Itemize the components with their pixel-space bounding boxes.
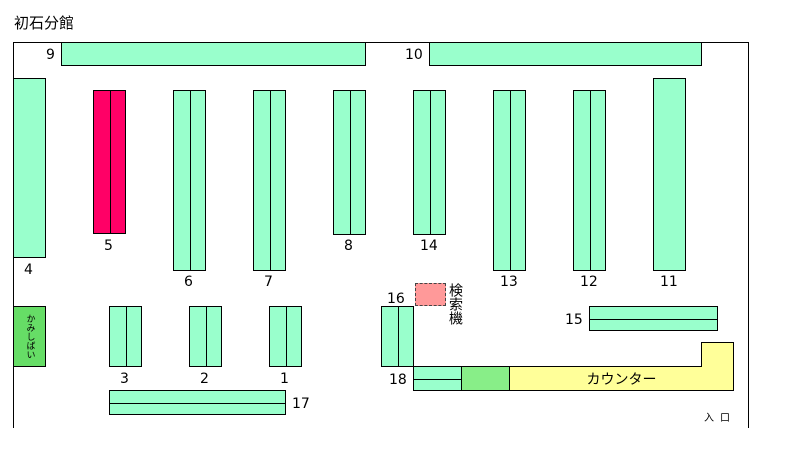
shelf-14[interactable] (413, 90, 446, 235)
search-terminal-label: 検索機 (447, 283, 463, 325)
shelf-6-label: 6 (184, 274, 193, 290)
shelf-7[interactable] (253, 90, 286, 271)
shelf-8[interactable] (333, 90, 366, 235)
entrance-label: 入口 (704, 413, 736, 424)
kamishibai-shelf[interactable]: かみしばい (13, 306, 46, 367)
shelf-15[interactable] (589, 306, 718, 331)
shelf-14-label: 14 (420, 238, 438, 254)
shelf-13-label: 13 (500, 274, 518, 290)
page-title: 初石分館 (14, 14, 75, 32)
search-terminal[interactable] (415, 283, 446, 306)
shelf-17-label: 17 (292, 396, 310, 412)
shelf-2[interactable] (189, 306, 222, 367)
shelf-16-label: 16 (387, 291, 405, 307)
shelf-1[interactable] (269, 306, 302, 367)
shelf-1-label: 1 (280, 371, 289, 387)
shelf-7-label: 7 (264, 274, 273, 290)
shelf-16[interactable] (381, 306, 414, 367)
shelf-12[interactable] (573, 90, 606, 271)
shelf-11-label: 11 (660, 274, 678, 290)
shelf-4[interactable] (13, 78, 46, 258)
counter-side-area (461, 366, 510, 391)
counter-corner (701, 342, 734, 367)
shelf-3[interactable] (109, 306, 142, 367)
shelf-18[interactable] (413, 366, 462, 391)
shelf-9[interactable] (61, 42, 366, 66)
shelf-18-label: 18 (389, 372, 407, 388)
floor-wall-top (14, 42, 749, 43)
counter[interactable]: カウンター (509, 366, 734, 391)
shelf-15-label: 15 (565, 312, 583, 328)
shelf-12-label: 12 (580, 274, 598, 290)
shelf-4-label: 4 (24, 262, 33, 278)
shelf-13[interactable] (493, 90, 526, 271)
shelf-8-label: 8 (344, 238, 353, 254)
shelf-10[interactable] (429, 42, 702, 66)
shelf-5-label: 5 (104, 238, 113, 254)
shelf-5[interactable] (93, 90, 126, 234)
floor-wall-right (748, 42, 749, 428)
shelf-11[interactable] (653, 78, 686, 271)
shelf-6[interactable] (173, 90, 206, 271)
shelf-17[interactable] (109, 390, 286, 415)
shelf-9-label: 9 (46, 47, 55, 63)
shelf-10-label: 10 (405, 47, 423, 63)
shelf-2-label: 2 (200, 371, 209, 387)
shelf-3-label: 3 (120, 371, 129, 387)
